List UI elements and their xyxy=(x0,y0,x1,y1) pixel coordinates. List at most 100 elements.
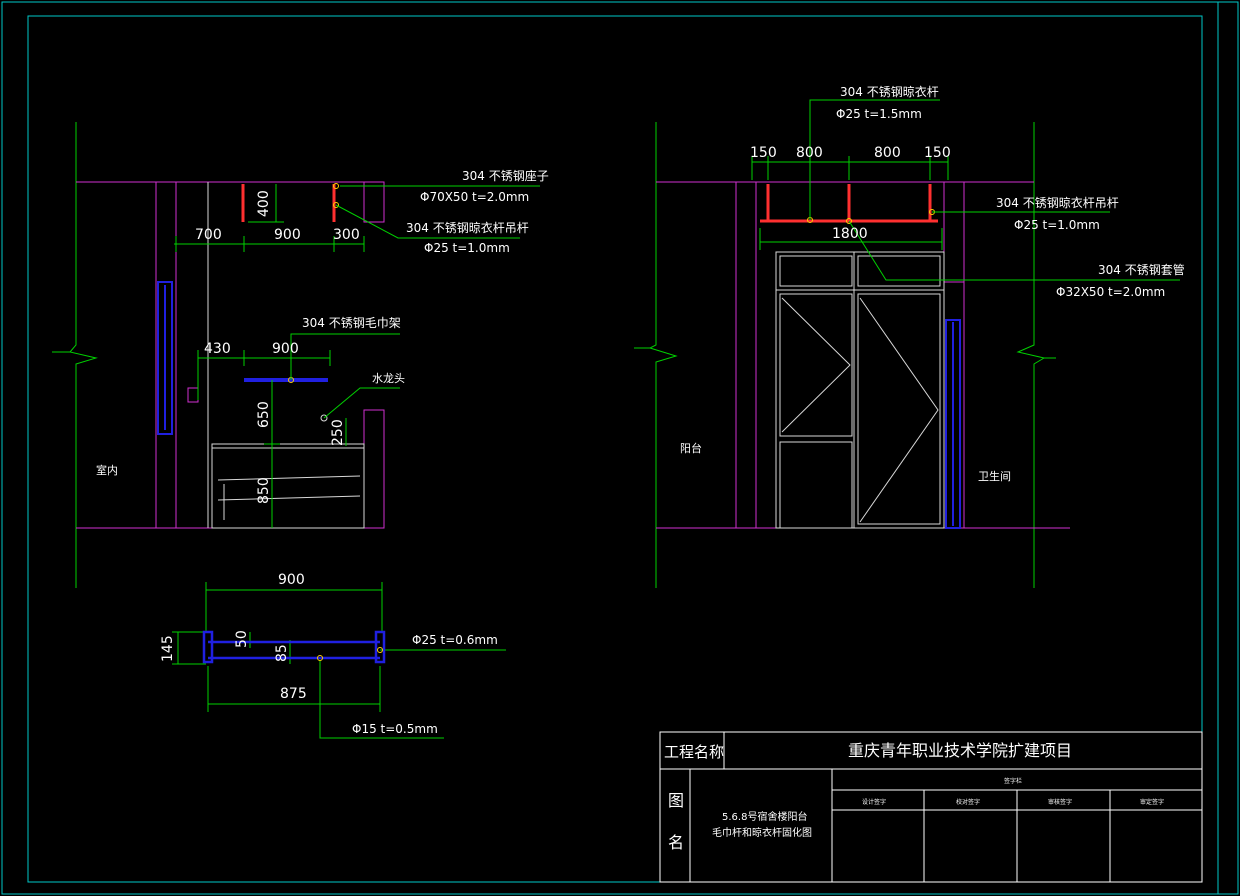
bathroom-label: 卫生间 xyxy=(978,469,1011,483)
project-label: 工程名称 xyxy=(664,743,724,761)
dim-r-1800: 1800 xyxy=(832,226,868,242)
dim-r-800a: 800 xyxy=(796,145,823,161)
title-block-grid xyxy=(659,731,1203,883)
window-strip xyxy=(157,281,173,435)
left-dim-texts: 700 900 300 400 430 900 650 250 850 xyxy=(195,190,360,504)
sleeve-label: 304 不锈钢套管 xyxy=(1098,262,1185,277)
plan-bracket-right xyxy=(374,630,386,664)
plan-detail: 900 875 145 50 85 Φ25 t=0.6mm Φ15 t=0.5m… xyxy=(160,572,506,739)
right-dimensions xyxy=(751,99,1180,281)
drawing-name-1: 5.6.8号宿舍楼阳台 xyxy=(722,810,807,823)
dim-r-800b: 800 xyxy=(874,145,901,161)
beam-block xyxy=(363,181,385,223)
tap-label: 水龙头 xyxy=(372,372,405,385)
seat-spec: Φ70X50 t=2.0mm xyxy=(420,190,529,204)
rod-label: 304 不锈钢晾衣杆吊杆 xyxy=(406,220,529,235)
rod-spec: Φ25 t=1.0mm xyxy=(424,241,510,255)
inner-border xyxy=(27,15,1203,883)
right-annotations: 304 不锈钢晾衣杆 Φ25 t=1.5mm 304 不锈钢晾衣杆吊杆 Φ25 … xyxy=(680,84,1185,483)
plan-dimensions xyxy=(172,582,506,739)
cabinet-outline xyxy=(211,443,365,529)
sign-header: 签字栏 xyxy=(1004,777,1022,785)
right-wall-break-left xyxy=(648,122,678,588)
sign-col-check: 校对签字 xyxy=(956,798,980,806)
room-label: 室内 xyxy=(96,463,118,477)
left-wall-break xyxy=(69,122,98,588)
leader-top-rod xyxy=(809,99,940,220)
dim-plan-875: 875 xyxy=(280,686,307,702)
dim-r-150b: 150 xyxy=(924,145,951,161)
dim-plan-900: 900 xyxy=(278,572,305,588)
plan-dim-texts: 900 875 145 50 85 xyxy=(160,572,307,702)
left-leaf-upper xyxy=(779,293,853,437)
right-sleeve-marker xyxy=(846,218,852,224)
dim-plan-85: 85 xyxy=(274,644,290,662)
title-block: 工程名称 重庆青年职业技术学院扩建项目 图 名 5.6.8号宿舍楼阳台 毛巾杆和… xyxy=(659,731,1203,883)
hanger-spec: Φ25 t=1.0mm xyxy=(1014,218,1100,232)
cabinet-shelf-1 xyxy=(217,475,361,481)
sign-col-review: 审核签字 xyxy=(1048,798,1072,806)
plan-pipe-spec: Φ25 t=0.6mm xyxy=(412,633,498,647)
balcony-door xyxy=(775,251,945,529)
dim-650: 650 xyxy=(256,401,272,428)
plan-bracket-left xyxy=(202,630,214,664)
sleeve-spec: Φ32X50 t=2.0mm xyxy=(1056,285,1165,299)
right-window-strip xyxy=(945,319,961,529)
leader-tap xyxy=(323,387,400,419)
dim-300: 300 xyxy=(333,227,360,243)
right-elevation: 150 800 800 150 1800 304 不锈钢晾衣杆 Φ25 t=1.… xyxy=(634,84,1185,588)
right-leaf xyxy=(857,293,941,525)
sign-col-design: 设计签字 xyxy=(862,798,886,806)
seat-marker xyxy=(333,183,339,189)
right-dim-texts: 150 800 800 150 1800 xyxy=(750,145,951,242)
dim-900: 900 xyxy=(274,227,301,243)
leader-sleeve xyxy=(848,220,1180,281)
dim-plan-145: 145 xyxy=(160,635,176,662)
tap xyxy=(320,414,328,422)
left-leaf-lower xyxy=(779,441,853,529)
balcony-label: 阳台 xyxy=(680,441,702,455)
hanger-label: 304 不锈钢晾衣杆吊杆 xyxy=(996,195,1119,210)
left-annotations: 304 不锈钢座子 Φ70X50 t=2.0mm 304 不锈钢晾衣杆吊杆 Φ2… xyxy=(96,168,549,477)
right-break-lines xyxy=(634,122,1056,588)
leader-rod xyxy=(335,204,520,239)
title-block-texts: 工程名称 重庆青年职业技术学院扩建项目 图 名 5.6.8号宿舍楼阳台 毛巾杆和… xyxy=(664,741,1164,852)
title-block-outline xyxy=(659,731,1203,883)
right-leaf-swing xyxy=(859,297,939,523)
wash-cabinet xyxy=(211,443,365,529)
towel-label: 304 不锈钢毛巾架 xyxy=(302,316,401,330)
left-break-lines xyxy=(52,122,98,588)
dim-430: 430 xyxy=(204,341,231,357)
dim-plan-50: 50 xyxy=(234,630,250,648)
left-elevation: 700 900 300 400 430 900 650 250 850 304 … xyxy=(52,122,549,588)
left-leaf-swing xyxy=(781,297,851,433)
drawing-label-2: 名 xyxy=(668,833,684,852)
transom-left xyxy=(779,255,853,287)
dim-250: 250 xyxy=(330,419,346,446)
drawing-name-2: 毛巾杆和晾衣杆固化图 xyxy=(712,826,812,839)
dim-850: 850 xyxy=(256,477,272,504)
dim-400: 400 xyxy=(256,190,272,217)
right-wall-break-right xyxy=(1016,122,1046,588)
dim-r-150a: 150 xyxy=(750,145,777,161)
top-rod-spec: Φ25 t=1.5mm xyxy=(836,107,922,121)
leader-bar xyxy=(319,660,444,739)
seat-label: 304 不锈钢座子 xyxy=(462,168,549,183)
drawing-label-1: 图 xyxy=(668,791,684,810)
sign-col-approve: 审定签字 xyxy=(1140,798,1164,806)
plan-bar-spec: Φ15 t=0.5mm xyxy=(352,722,438,736)
project-name: 重庆青年职业技术学院扩建项目 xyxy=(848,741,1072,760)
left-dimensions xyxy=(174,184,540,528)
plan-annotations: Φ25 t=0.6mm Φ15 t=0.5mm xyxy=(352,633,498,736)
dim-700: 700 xyxy=(195,227,222,243)
plan-bar-marker xyxy=(317,655,323,661)
cabinet-shelf-2 xyxy=(217,495,361,501)
plan-pipe-marker xyxy=(377,647,383,653)
dim-towel-900: 900 xyxy=(272,341,299,357)
rod-marker xyxy=(333,202,339,208)
door-outer xyxy=(775,251,945,529)
